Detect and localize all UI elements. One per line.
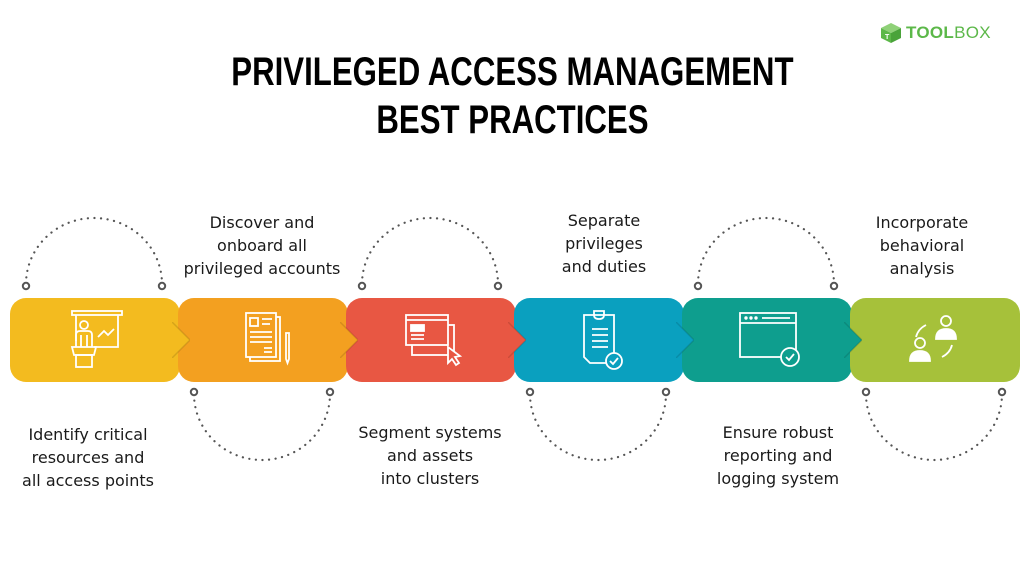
- step-5-box: [682, 298, 852, 382]
- users-exchange-icon: [909, 315, 957, 362]
- step-6-box: [850, 298, 1020, 382]
- chevron-arrow-1: [172, 322, 190, 358]
- page-title: PRIVILEGED ACCESS MANAGEMENT BEST PRACTI…: [0, 48, 1024, 144]
- title-line-1: PRIVILEGED ACCESS MANAGEMENT: [230, 50, 794, 94]
- step-4-box: [514, 298, 684, 382]
- title-line-2: BEST PRACTICES: [375, 98, 649, 142]
- clipboard-check-icon: [583, 310, 623, 370]
- chevron-arrow-4: [676, 322, 694, 358]
- dotted-arc-top-3: [357, 216, 503, 291]
- chevron-arrow-3: [508, 322, 526, 358]
- dotted-arc-bottom-4: [525, 387, 671, 462]
- dotted-arc-bottom-6: [861, 387, 1007, 462]
- cube-icon: T: [881, 23, 901, 43]
- step-2-box: [178, 298, 348, 382]
- step-3-box: [346, 298, 516, 382]
- windows-cursor-icon: [405, 314, 463, 367]
- browser-check-icon: [739, 312, 800, 367]
- logo-text: TOOLBOX: [906, 23, 991, 42]
- step-1-box: [10, 298, 180, 382]
- chevron-arrow-5: [844, 322, 862, 358]
- documents-icon: [245, 312, 290, 366]
- dotted-arc-bottom-2: [189, 387, 335, 462]
- chevron-arrow-2: [340, 322, 358, 358]
- presentation-icon: [70, 310, 123, 368]
- toolbox-logo: T TOOLBOX: [880, 22, 991, 44]
- dotted-arc-top-1: [21, 216, 167, 291]
- dotted-arc-top-5: [693, 216, 839, 291]
- svg-text:T: T: [885, 34, 890, 41]
